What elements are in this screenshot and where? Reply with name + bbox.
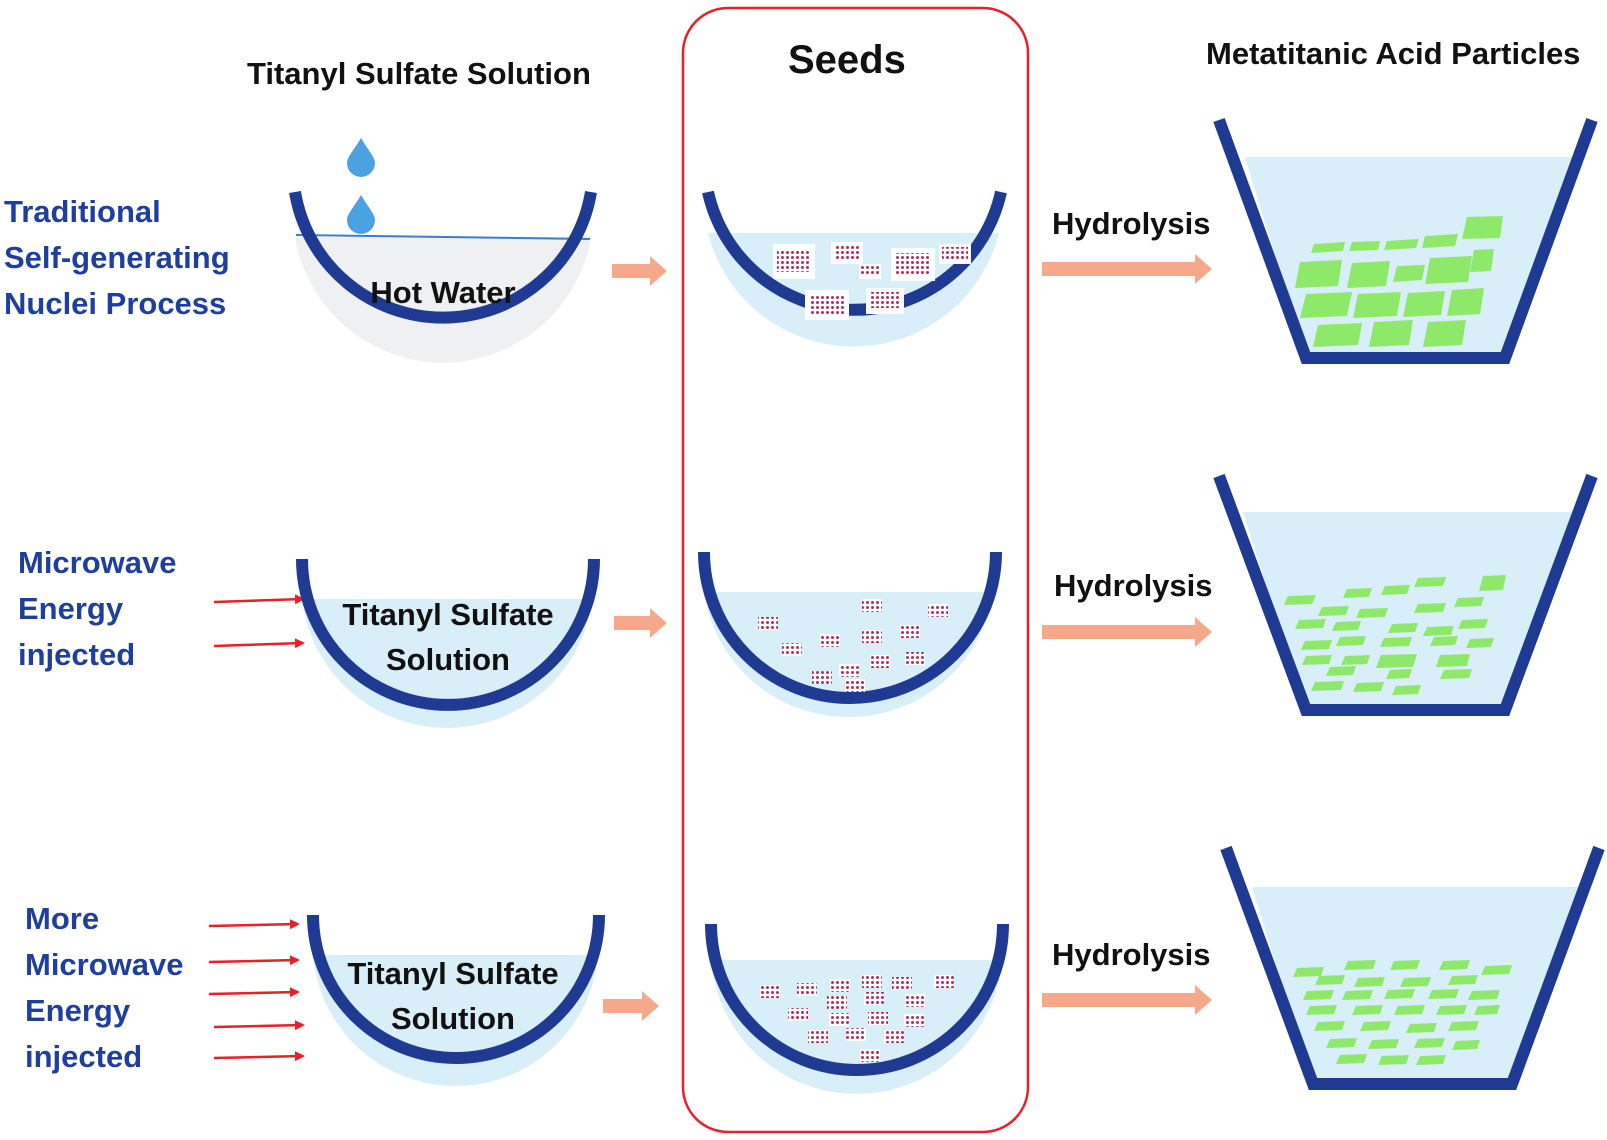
row3-label: More Microwave Energy injected bbox=[25, 896, 184, 1080]
row2-seed-bowl bbox=[698, 551, 1002, 718]
row3-particle-tank bbox=[1220, 845, 1605, 1090]
microwave-arrow bbox=[208, 955, 300, 966]
bowl-text-line: Hot Water bbox=[370, 275, 516, 310]
seeds-box bbox=[681, 6, 1030, 1134]
droplet-icon bbox=[347, 195, 375, 234]
row3-label-line: Microwave bbox=[25, 947, 184, 982]
row1-source-bowl bbox=[289, 191, 597, 363]
seed-cluster bbox=[758, 599, 948, 692]
header-particles: Metatitanic Acid Particles bbox=[1206, 36, 1581, 71]
bowl-text-line: Solution bbox=[391, 1001, 515, 1036]
header-solution: Titanyl Sulfate Solution bbox=[247, 56, 591, 91]
row2-label-line: injected bbox=[18, 637, 136, 672]
bowl-text-line: Titanyl Sulfate bbox=[342, 597, 554, 632]
row1-bowl-text: Hot Water bbox=[343, 270, 543, 315]
row3-hydrolysis-label: Hydrolysis bbox=[1052, 937, 1211, 972]
row2-label-line: Energy bbox=[18, 591, 124, 626]
process-arrow bbox=[614, 608, 667, 638]
row2-label: Microwave Energy injected bbox=[18, 540, 177, 678]
hydrolysis-arrow bbox=[1042, 985, 1212, 1015]
header-seeds: Seeds bbox=[788, 38, 906, 82]
row1-label: Traditional Self-generating Nuclei Proce… bbox=[4, 189, 230, 327]
microwave-arrow bbox=[208, 919, 300, 930]
droplet-icon bbox=[347, 138, 375, 177]
row1-seed-bowl bbox=[702, 190, 1007, 347]
microwave-arrow bbox=[213, 1051, 305, 1062]
row2-particle-tank bbox=[1213, 473, 1598, 716]
particles bbox=[1293, 960, 1512, 1065]
microwave-arrow bbox=[208, 987, 300, 998]
seed-cluster bbox=[760, 975, 954, 1062]
row3-seed-bowl bbox=[705, 923, 1009, 1094]
hydrolysis-arrow bbox=[1042, 617, 1212, 647]
particles bbox=[1284, 575, 1506, 695]
particles bbox=[1295, 216, 1503, 347]
bowl-text-line: Titanyl Sulfate bbox=[347, 956, 559, 991]
process-arrow bbox=[612, 256, 667, 286]
process-arrow bbox=[603, 991, 659, 1021]
hydrolysis-arrow bbox=[1042, 254, 1212, 284]
row1-label-line: Self-generating bbox=[4, 240, 230, 275]
row2-source-bowl bbox=[296, 558, 600, 728]
row3-bowl-text: Titanyl Sulfate Solution bbox=[333, 951, 573, 1041]
row3-label-line: Energy bbox=[25, 993, 131, 1028]
row3-source-bowl bbox=[307, 914, 605, 1087]
row2-hydrolysis-label: Hydrolysis bbox=[1054, 568, 1213, 603]
row3-label-line: injected bbox=[25, 1039, 143, 1074]
seed-cluster bbox=[773, 242, 971, 320]
row2-bowl-text: Titanyl Sulfate Solution bbox=[328, 592, 568, 682]
row1-label-line: Traditional bbox=[4, 194, 161, 229]
microwave-arrow bbox=[213, 594, 305, 605]
row1-label-line: Nuclei Process bbox=[4, 286, 227, 321]
microwave-arrow bbox=[213, 1020, 305, 1031]
bowl-text-line: Solution bbox=[386, 642, 510, 677]
row2-label-line: Microwave bbox=[18, 545, 177, 580]
microwave-arrow bbox=[213, 638, 305, 649]
row1-hydrolysis-label: Hydrolysis bbox=[1052, 206, 1211, 241]
row3-label-line: More bbox=[25, 901, 100, 936]
row1-particle-tank bbox=[1213, 117, 1598, 364]
